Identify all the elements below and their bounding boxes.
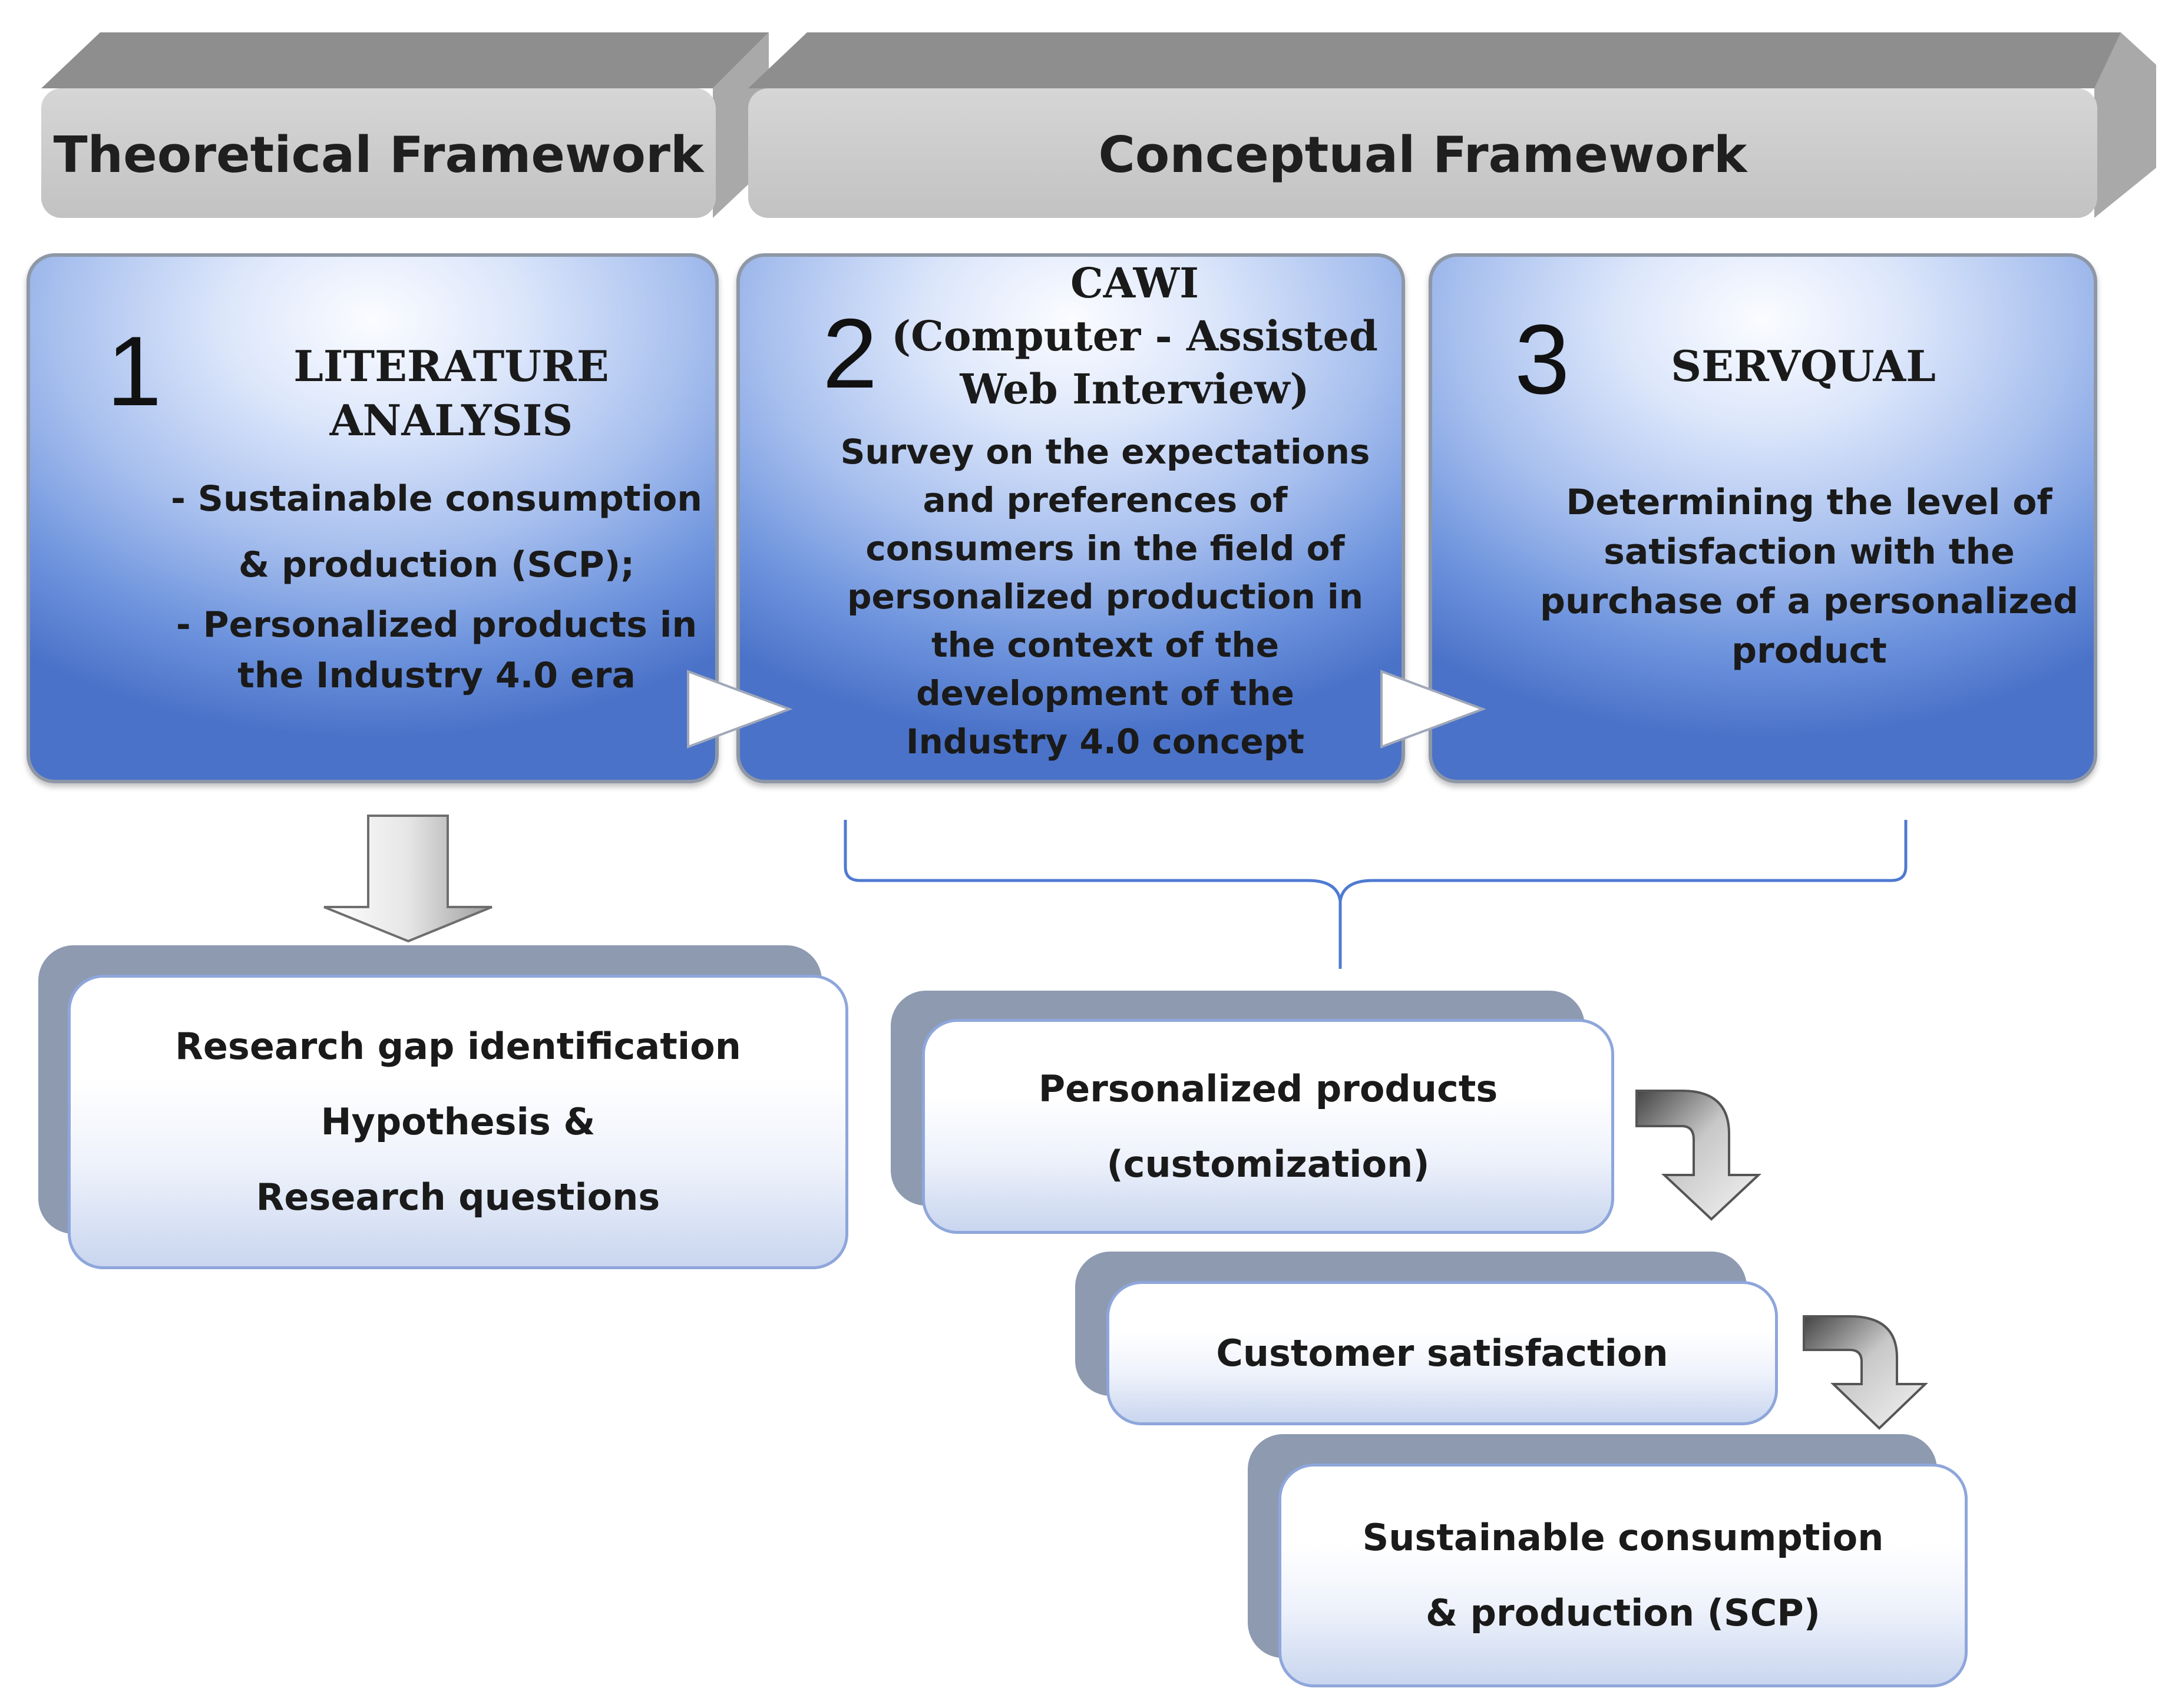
step-2-to-3-arrow-icon bbox=[1380, 670, 1486, 749]
step-2-title: CAWI (Computer - Assisted Web Interview) bbox=[891, 259, 1378, 413]
scp-card: Sustainable consumption & production (SC… bbox=[1278, 1464, 1968, 1687]
step-number-2: 2 bbox=[822, 298, 878, 409]
step-3-title: SERVQUAL bbox=[1671, 341, 1936, 391]
step-box-servqual: 3 SERVQUAL Determining the level of sati… bbox=[1429, 253, 2097, 783]
down-arrow-icon bbox=[323, 815, 493, 943]
theoretical-header-front bbox=[41, 88, 716, 218]
step-box-cawi: 2 CAWI (Computer - Assisted Web Intervie… bbox=[736, 253, 1405, 783]
step-number-3: 3 bbox=[1515, 304, 1570, 415]
step-1-body: - Sustainable consumption & production (… bbox=[170, 478, 703, 696]
conceptual-header-front bbox=[748, 88, 2097, 218]
conceptual-header-top bbox=[748, 32, 2121, 88]
theoretical-header-title: Theoretical Framework bbox=[53, 125, 704, 184]
step-1-to-2-arrow-icon bbox=[687, 670, 793, 749]
curved-arrow-icon-1 bbox=[1635, 1090, 1762, 1221]
research-card: Research gap identification Hypothesis &… bbox=[68, 975, 848, 1269]
step-number-1: 1 bbox=[107, 316, 162, 426]
step-2-body: Survey on the expectations and preferenc… bbox=[840, 432, 1370, 762]
theoretical-header-top bbox=[41, 32, 769, 88]
personalized-card: Personalized products (customization) bbox=[922, 1019, 1614, 1234]
bracket-icon bbox=[844, 820, 1908, 969]
satisfaction-card: Customer satisfaction bbox=[1106, 1281, 1778, 1425]
step-3-body: Determining the level of satisfaction wi… bbox=[1540, 482, 2078, 671]
step-1-title: LITERATURE ANALYSIS bbox=[293, 341, 609, 445]
step-box-literature: 1 LITERATURE ANALYSIS - Sustainable cons… bbox=[27, 253, 719, 783]
conceptual-header-side bbox=[2094, 32, 2156, 218]
curved-arrow-icon-2 bbox=[1803, 1315, 1928, 1430]
conceptual-header-title: Conceptual Framework bbox=[1098, 125, 1747, 184]
header-bars bbox=[41, 32, 2156, 218]
